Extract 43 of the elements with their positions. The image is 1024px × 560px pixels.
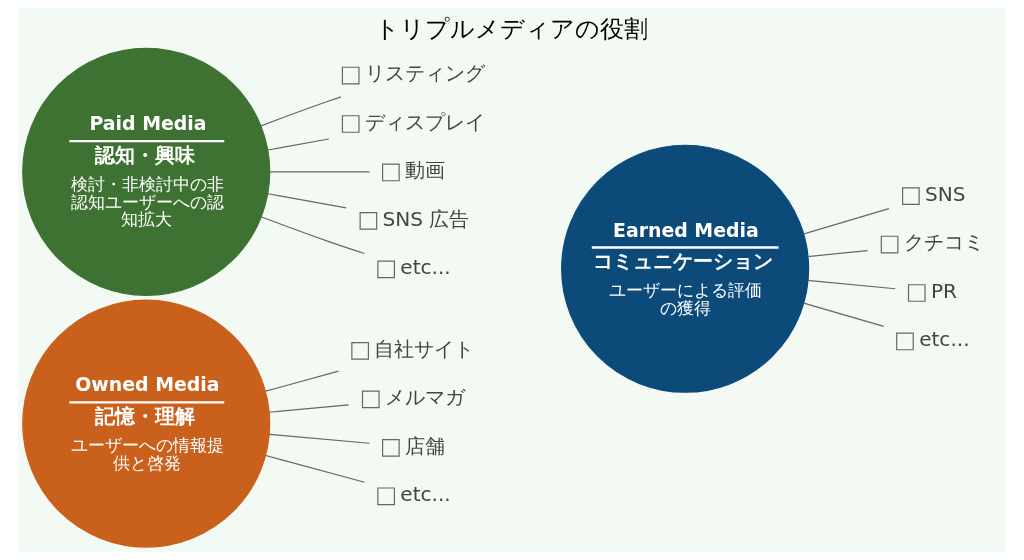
node-box [341, 115, 360, 133]
connector [269, 171, 371, 173]
node-box [359, 212, 378, 230]
node-label: メルマガ [384, 385, 465, 410]
connector [803, 208, 890, 235]
connector [260, 96, 342, 127]
node-label: etc... [919, 327, 970, 352]
node-label: etc... [400, 255, 451, 280]
node-circle: Owned Media 記憶・理解 ユーザーへの情報提供と啓発 [22, 299, 271, 548]
node-label: ディスプレイ [364, 109, 485, 134]
diagram-title: トリプルメディアの役割 [375, 14, 649, 43]
connector [268, 404, 350, 413]
node-label: 店舗 [405, 433, 446, 458]
node-box [361, 390, 380, 409]
connector [807, 279, 896, 290]
connector [269, 433, 370, 444]
node-label: クチコミ [903, 230, 984, 255]
node-box [341, 66, 360, 85]
node-box [377, 260, 395, 279]
connector [265, 454, 366, 483]
connector [265, 370, 340, 392]
node-box [382, 163, 400, 182]
node-box [382, 438, 400, 457]
connector [803, 302, 885, 327]
node-label: etc... [400, 482, 451, 507]
node-label: PR [930, 278, 958, 303]
node-label: 動画 [405, 158, 446, 183]
node-label: SNS 広告 [382, 206, 470, 231]
node-box [377, 487, 395, 506]
node-box [902, 187, 920, 205]
node-circle: Earned Media コミュニケーション ユーザーによる評価の獲得 [561, 144, 810, 393]
connector [267, 193, 347, 209]
node-label: リスティング [364, 61, 485, 86]
node-circle: Paid Media 認知・興味 検討・非検討中の非認知ユーザーへの認知拡大 [22, 47, 271, 296]
node-box [880, 235, 899, 254]
connector [807, 249, 869, 258]
node-box [896, 332, 914, 351]
node-label: 自社サイト [374, 336, 475, 361]
connector [267, 138, 330, 151]
node-box [351, 342, 369, 360]
node-box [907, 284, 926, 302]
connector [261, 216, 366, 255]
node-label: SNS [925, 181, 966, 206]
